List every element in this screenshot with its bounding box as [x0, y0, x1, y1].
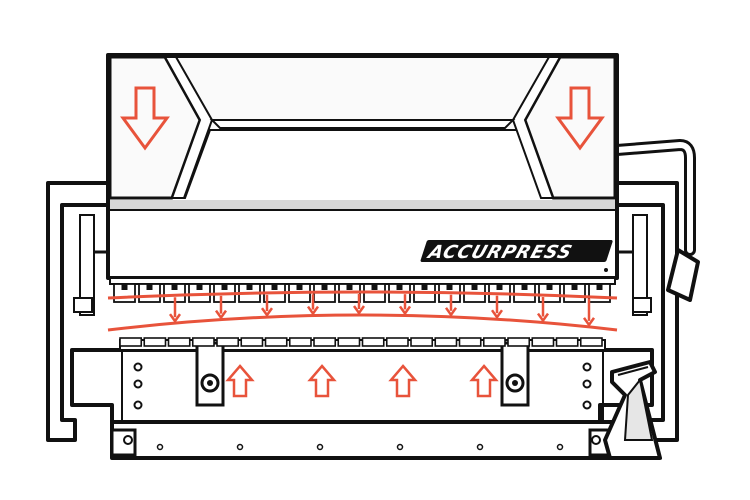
- arrow-down-icon: [352, 305, 366, 316]
- arrow-down-icon: [120, 86, 170, 151]
- tool-clamp: [296, 284, 303, 290]
- tool-clamp: [521, 284, 528, 290]
- arrow-down-icon: [214, 309, 228, 320]
- lower-tool-segment: [119, 337, 143, 347]
- tool-clamp: [221, 284, 228, 290]
- deflection-arrows: [168, 294, 596, 328]
- tool-clamp: [396, 284, 403, 290]
- lower-tool-segment: [361, 337, 385, 347]
- lower-tool-segment: [482, 337, 506, 347]
- tool-clamp: [346, 284, 353, 290]
- bed-arrows: [225, 364, 499, 398]
- logo-text: ACCURPRESS: [424, 242, 575, 262]
- foot-pedal: [603, 360, 662, 460]
- arrow-down-icon: [306, 305, 320, 316]
- lower-tool-segment: [458, 337, 482, 347]
- tool-clamp: [196, 284, 203, 290]
- lower-tool-segment: [337, 337, 361, 347]
- tool-clamp: [371, 284, 378, 290]
- upper-tool-rail: [109, 277, 616, 285]
- lower-tool-segment: [385, 337, 409, 347]
- arrow-down-icon: [444, 307, 458, 317]
- tool-clamp: [546, 284, 553, 290]
- lower-tool-segment: [579, 337, 603, 347]
- arrow-down-icon: [490, 309, 504, 320]
- tool-clamp: [171, 284, 178, 290]
- lower-tool-segment: [264, 337, 288, 347]
- arrow-down-icon: [168, 313, 182, 324]
- tool-clamp: [271, 284, 278, 290]
- upper-ram: [106, 53, 619, 280]
- tool-clamp: [421, 284, 428, 290]
- arrow-up-icon: [469, 364, 499, 398]
- lower-bed: [70, 339, 654, 424]
- tool-clamp: [121, 284, 128, 290]
- lower-tool-segment: [410, 337, 434, 347]
- arrow-up-icon: [225, 364, 255, 398]
- machine-base: [110, 420, 614, 460]
- deflection-curves: [107, 290, 618, 332]
- arrow-down-icon: [555, 86, 605, 151]
- tool-clamp: [146, 284, 153, 290]
- arrow-down-icon: [398, 305, 412, 316]
- lower-tool-segment: [216, 337, 240, 347]
- lower-tool-segment: [143, 337, 167, 347]
- arrow-down-icon: [536, 312, 550, 323]
- lower-tool-segment: [288, 337, 312, 347]
- tool-clamp: [571, 284, 578, 290]
- lower-tool-segment: [555, 337, 579, 347]
- lower-tooling: [119, 337, 603, 347]
- arrow-up-icon: [388, 364, 418, 398]
- tool-clamp: [246, 284, 253, 290]
- lower-tool-segment: [507, 337, 531, 347]
- arrow-down-icon: [582, 317, 596, 328]
- lower-tool-segment: [313, 337, 337, 347]
- lower-tool-segment: [167, 337, 191, 347]
- hydraulic-pipe: [611, 139, 700, 302]
- tool-clamp: [496, 284, 503, 290]
- lower-tool-segment: [434, 337, 458, 347]
- lower-tool-segment: [191, 337, 215, 347]
- ram-arrows: [120, 86, 605, 151]
- lower-tool-segment: [240, 337, 264, 347]
- lower-tool-segment: [531, 337, 555, 347]
- tool-clamp: [596, 284, 603, 290]
- arrow-down-icon: [260, 307, 274, 318]
- tool-clamp: [471, 284, 478, 290]
- tool-clamp: [321, 284, 328, 290]
- upper-tooling: [109, 277, 616, 303]
- tool-clamp: [446, 284, 453, 290]
- accurpress-logo: ACCURPRESS: [420, 240, 613, 263]
- arrow-up-icon: [307, 364, 337, 398]
